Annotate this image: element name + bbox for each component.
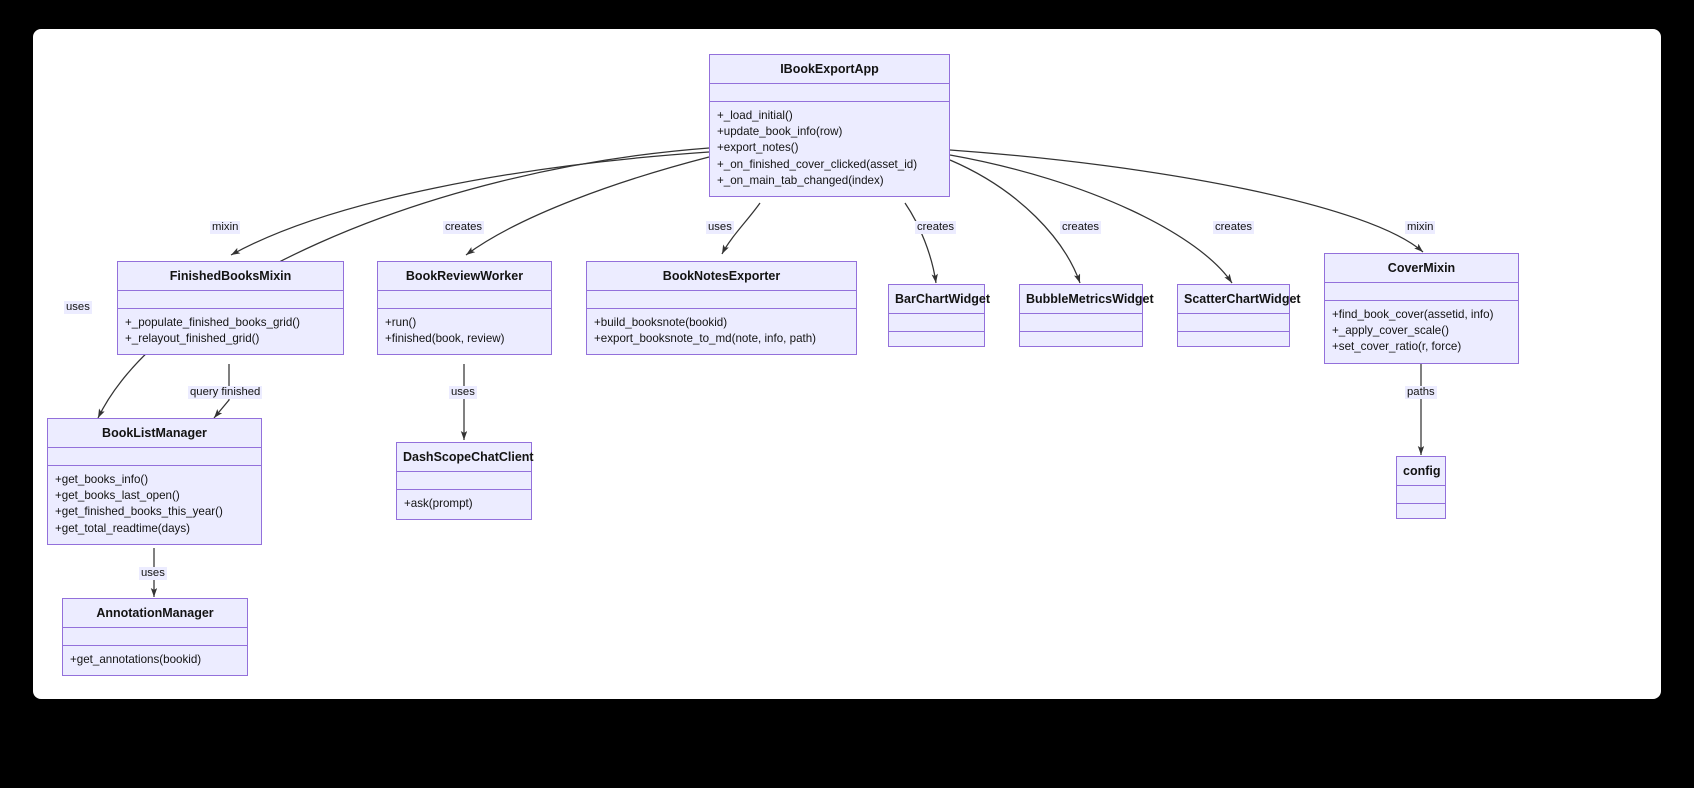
edge-label-uses-annotationmanager: uses [139,567,167,580]
class-methods: +get_annotations(bookid) [63,646,247,675]
class-box-scatterchartwidget[interactable]: ScatterChartWidget [1177,284,1301,347]
class-title: BarChartWidget [889,285,990,314]
class-box-bookreviewworker[interactable]: BookReviewWorker +run() +finished(book, … [377,261,552,356]
class-methods: +get_books_info() +get_books_last_open()… [48,466,261,544]
class-methods: +run() +finished(book, review) [378,309,551,354]
class-attributes [1020,314,1142,332]
class-method: +_load_initial() [717,109,793,122]
class-box-finishedbooksmixin[interactable]: FinishedBooksMixin +_populate_finished_b… [117,261,344,356]
class-methods: +_load_initial() +update_book_info(row) … [710,102,949,196]
class-box-config[interactable]: config [1396,456,1446,519]
class-attributes [1397,486,1445,504]
edge-label-mixin-covermixin: mixin [1405,221,1436,234]
class-title: ScatterChartWidget [1178,285,1301,314]
class-title: FinishedBooksMixin [118,262,343,291]
class-method: +_relayout_finished_grid() [125,332,260,346]
class-attributes [378,291,551,309]
class-title: BubbleMetricsWidget [1020,285,1154,314]
class-methods [1020,332,1142,346]
class-methods: +ask(prompt) [397,490,531,519]
class-method: +get_annotations(bookid) [70,653,202,666]
class-method: +build_booksnote(bookid) [594,316,728,329]
class-method: +get_finished_books_this_year() [55,505,223,519]
edge-label-uses-dashscopechatclient: uses [449,386,477,399]
class-attributes [1178,314,1289,332]
class-method: +finished(book, review) [385,332,505,346]
class-method: +_on_main_tab_changed(index) [717,173,884,187]
class-method: +_on_finished_cover_clicked(asset_id) [717,157,918,171]
class-title: config [1397,457,1445,486]
class-attributes [63,628,247,646]
class-method: +ask(prompt) [404,497,473,510]
class-method: +run() [385,316,417,329]
class-method: +update_book_info(row) [717,125,843,139]
class-methods: +build_booksnote(bookid) +export_booksno… [587,309,856,354]
edge-label-mixin-finishedbooksmixin: mixin [210,221,241,234]
class-attributes [118,291,343,309]
class-attributes [587,291,856,309]
class-attributes [889,314,984,332]
edge-label-creates-bubblemetricswidget: creates [1060,221,1102,234]
edge-label-paths-config: paths [1405,386,1437,399]
class-attributes [710,84,949,102]
class-title: AnnotationManager [63,599,247,628]
class-title: IBookExportApp [710,55,949,84]
class-methods [1178,332,1289,346]
edge-label-creates-barchartwidget: creates [915,221,957,234]
class-title: BookReviewWorker [378,262,551,291]
class-attributes [1325,283,1518,301]
class-box-annotationmanager[interactable]: AnnotationManager +get_annotations(booki… [62,598,248,677]
edge-label-creates-bookreviewworker: creates [443,221,485,234]
class-method: +export_notes() [717,141,799,155]
class-method: +get_total_readtime(days) [55,521,191,535]
class-attributes [48,448,261,466]
class-method: +set_cover_ratio(r, force) [1332,340,1462,354]
class-box-dashscopechatclient[interactable]: DashScopeChatClient +ask(prompt) [396,442,534,521]
class-box-barchartwidget[interactable]: BarChartWidget [888,284,990,347]
class-box-bubblemetricswidget[interactable]: BubbleMetricsWidget [1019,284,1154,347]
class-title: BookNotesExporter [587,262,856,291]
class-box-booklistmanager[interactable]: BookListManager +get_books_info() +get_b… [47,418,262,545]
class-method: +get_books_last_open() [55,489,180,503]
edge-label-creates-scatterchartwidget: creates [1213,221,1255,234]
class-method: +_populate_finished_books_grid() [125,316,300,329]
class-method: +_apply_cover_scale() [1332,324,1449,338]
class-box-booknotesexporter[interactable]: BookNotesExporter +build_booksnote(booki… [586,261,857,356]
class-method: +find_book_cover(assetid, info) [1332,308,1494,321]
edge-label-uses-booknotesexporter: uses [706,221,734,234]
edge-label-uses-booklistmanager: uses [64,301,92,314]
class-title: DashScopeChatClient [397,443,534,472]
class-box-covermixin[interactable]: CoverMixin +find_book_cover(assetid, inf… [1324,253,1519,364]
class-methods [1397,504,1445,518]
class-attributes [397,472,531,490]
class-title: CoverMixin [1325,254,1518,283]
edge-label-query-finished: query finished [188,386,263,399]
class-methods: +find_book_cover(assetid, info) +_apply_… [1325,301,1518,363]
class-methods [889,332,984,346]
class-title: BookListManager [48,419,261,448]
class-methods: +_populate_finished_books_grid() +_relay… [118,309,343,354]
class-method: +export_booksnote_to_md(note, info, path… [594,332,817,346]
class-method: +get_books_info() [55,473,149,486]
class-box-ibookexportapp[interactable]: IBookExportApp +_load_initial() +update_… [709,54,950,198]
